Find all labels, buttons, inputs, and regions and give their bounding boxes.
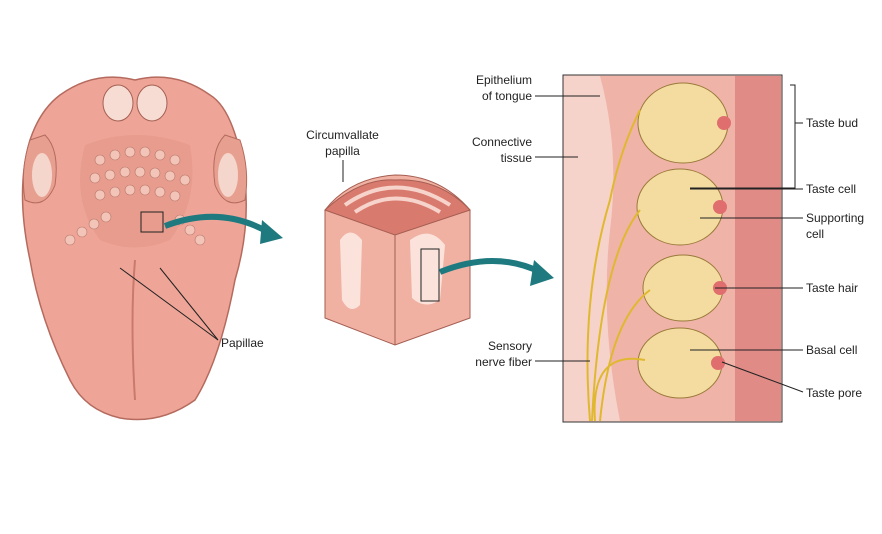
arrow-2 <box>530 260 554 286</box>
arrow-1 <box>260 220 283 244</box>
papilla-block <box>324 174 471 346</box>
taste-bud-2 <box>636 168 724 246</box>
tongue-illustration <box>21 76 248 421</box>
label-taste-hair: Taste hair <box>806 281 859 295</box>
taste-bud-detail <box>562 74 783 423</box>
label-taste-pore: Taste pore <box>806 386 863 400</box>
label-taste-bud: Taste bud <box>806 116 859 130</box>
nerve-fibers <box>586 109 651 422</box>
label-papillae: Papillae <box>221 336 264 350</box>
taste-bud-1 <box>637 82 729 164</box>
label-basal-cell: Basal cell <box>806 343 858 357</box>
taste-bud-4 <box>637 327 723 399</box>
taste-bud-3 <box>642 254 724 322</box>
label-taste-cell: Taste cell <box>806 182 857 196</box>
